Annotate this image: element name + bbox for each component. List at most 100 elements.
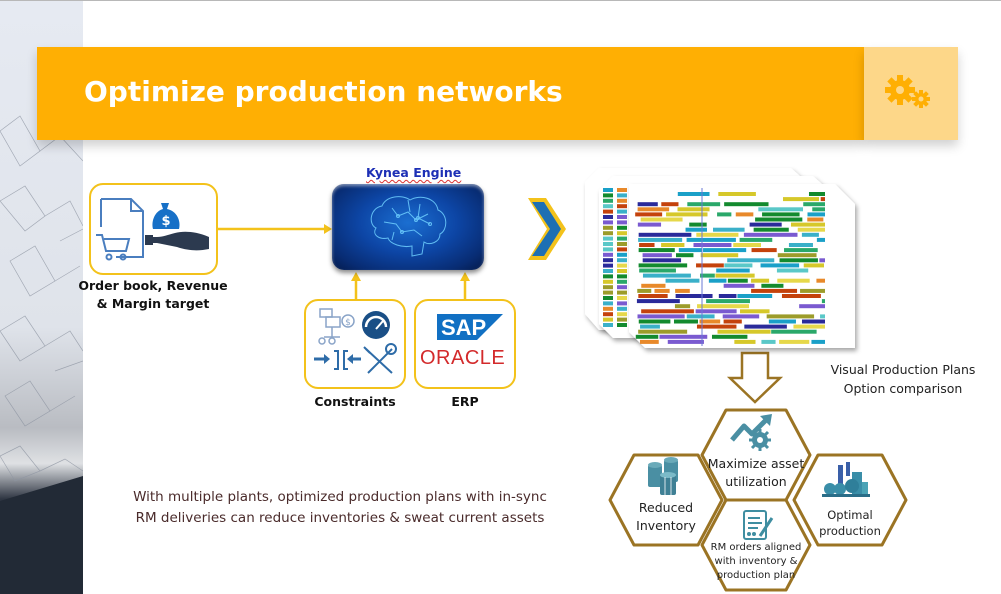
kynea-engine-box[interactable] (332, 184, 484, 270)
gantt-bar (717, 329, 771, 334)
gantt-bar (617, 323, 627, 327)
gantt-bar (816, 278, 825, 283)
maximize-line2: utilization (725, 474, 787, 489)
gantt-bar (617, 279, 627, 284)
gantt-bar (685, 227, 707, 232)
gantt-bar (788, 243, 813, 247)
gantt-bar (751, 288, 798, 293)
gantt-bar (749, 222, 782, 227)
gantt-bar (635, 334, 659, 339)
gantt-bar (617, 290, 627, 295)
gantt-bar (617, 269, 627, 273)
gantt-bar (735, 212, 754, 217)
gantt-bar (716, 268, 750, 273)
summary-line2: RM deliveries can reduce inventories & s… (135, 510, 545, 526)
gantt-bar (603, 306, 613, 311)
gantt-bar (637, 288, 652, 293)
gantt-bar (751, 248, 777, 253)
gantt-bar (638, 237, 683, 242)
gantt-bar (807, 212, 825, 217)
gantt-bar (777, 278, 810, 283)
gantt-bar (659, 334, 708, 339)
gantt-bar (603, 204, 613, 209)
gantt-bar (617, 236, 627, 241)
gantt-bar (638, 232, 692, 237)
gantt-bar (639, 243, 655, 247)
gantt-bar (665, 278, 700, 283)
gantt-bar (638, 263, 688, 268)
summary-line1: With multiple plants, optimized producti… (133, 489, 547, 505)
gantt-bar (617, 242, 627, 246)
gantt-bar (696, 324, 737, 329)
gantt-bar (603, 247, 613, 252)
gantt-bar (603, 323, 613, 327)
gantt-bar (640, 217, 683, 222)
gantt-bar (777, 253, 817, 258)
gantt-bar (617, 274, 627, 279)
gantt-bar (779, 258, 818, 263)
gantt-bar (603, 193, 613, 198)
gantt-bar (723, 319, 742, 324)
gantt-bar (761, 339, 776, 344)
gantt-bar (661, 202, 679, 207)
gantt-bar (797, 227, 825, 232)
gantt-bar (617, 306, 627, 311)
gantt-bar (816, 237, 825, 242)
gantt-bar (617, 263, 627, 268)
gantt-bar (603, 263, 613, 268)
gantt-bar (637, 207, 670, 212)
gantt-bar (678, 248, 702, 253)
gantt-bar (603, 252, 613, 257)
gantt-bar (689, 222, 707, 227)
gantt-bar (639, 268, 676, 273)
gantt-bar (717, 212, 732, 217)
gantt-bar (637, 314, 685, 319)
gantt-bar (718, 192, 756, 196)
summary-text: With multiple plants, optimized producti… (110, 487, 570, 529)
gantt-bar (686, 237, 736, 242)
gantt-bar (801, 232, 819, 237)
gantt-bar (718, 294, 737, 298)
speedometer-icon (362, 311, 390, 339)
gantt-bar (700, 273, 715, 278)
gantt-bar (739, 237, 773, 242)
gantt-bar (667, 339, 704, 344)
gantt-bar (744, 324, 787, 329)
gantt-bar (808, 192, 825, 196)
gantt-bar (675, 253, 694, 258)
top-border (0, 0, 1001, 1)
growth-gear-icon (730, 414, 772, 451)
hex-optimal-production (792, 453, 908, 547)
gantt-bar (617, 285, 627, 290)
gantt-bar (724, 202, 769, 207)
gantt-bar (603, 215, 613, 219)
gantt-bar (603, 279, 613, 284)
gantt-bar (768, 319, 796, 324)
gantt-bar (766, 314, 815, 319)
gantt-bar (811, 339, 825, 344)
gantt-bar (640, 324, 660, 329)
gantt-bar (603, 198, 613, 203)
gantt-bar (784, 248, 818, 253)
gantt-bar (715, 273, 755, 278)
gantt-bar (673, 319, 699, 324)
reduced-line1: Reduced (638, 500, 694, 515)
gantt-bar (603, 188, 613, 192)
gantt-bar (617, 231, 627, 236)
gantt-bar (603, 269, 613, 273)
rm-line1: RM orders aligned (710, 542, 802, 553)
order-book-label-line2: & Margin target (96, 296, 210, 311)
hex-label-rm-orders: RM orders aligned with inventory & produ… (702, 541, 810, 583)
order-book-box: $ (89, 183, 218, 275)
gantt-bar (617, 225, 627, 230)
gantt-bar (675, 294, 713, 298)
rm-line3: production plan (716, 570, 796, 581)
gantt-bar (638, 319, 671, 324)
gantt-bar (771, 329, 817, 334)
gantt-bar (617, 220, 627, 225)
plans-caption-line1: Visual Production Plans (830, 362, 976, 377)
constraints-label: Constraints (314, 394, 396, 409)
gantt-bar (617, 301, 627, 306)
gantt-bar (727, 258, 775, 263)
